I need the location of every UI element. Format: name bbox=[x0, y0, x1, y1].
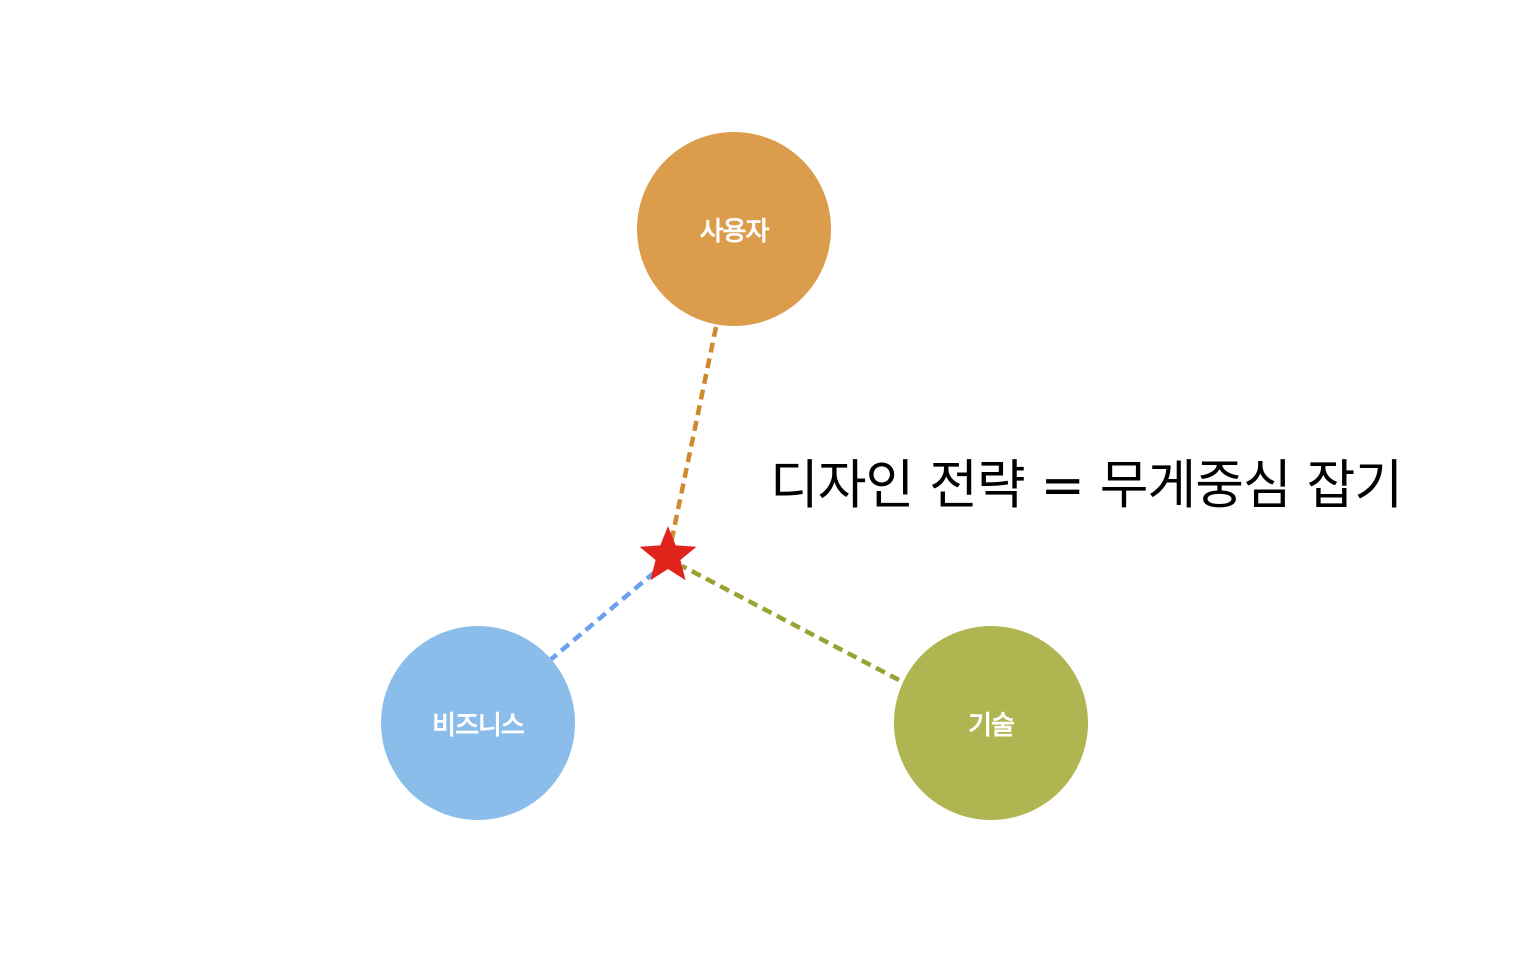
node-tech: 기술 bbox=[894, 626, 1088, 820]
node-user: 사용자 bbox=[637, 132, 831, 326]
star-icon bbox=[639, 526, 697, 581]
node-business: 비즈니스 bbox=[381, 626, 575, 820]
connector-business bbox=[547, 564, 664, 663]
headline-text: 디자인 전략 = 무게중심 잡기 bbox=[770, 455, 1403, 516]
node-user-label: 사용자 bbox=[699, 216, 770, 247]
node-business-label: 비즈니스 bbox=[432, 710, 525, 741]
connector-tech bbox=[680, 564, 901, 682]
connector-user bbox=[667, 326, 719, 549]
node-tech-label: 기술 bbox=[968, 710, 1015, 741]
